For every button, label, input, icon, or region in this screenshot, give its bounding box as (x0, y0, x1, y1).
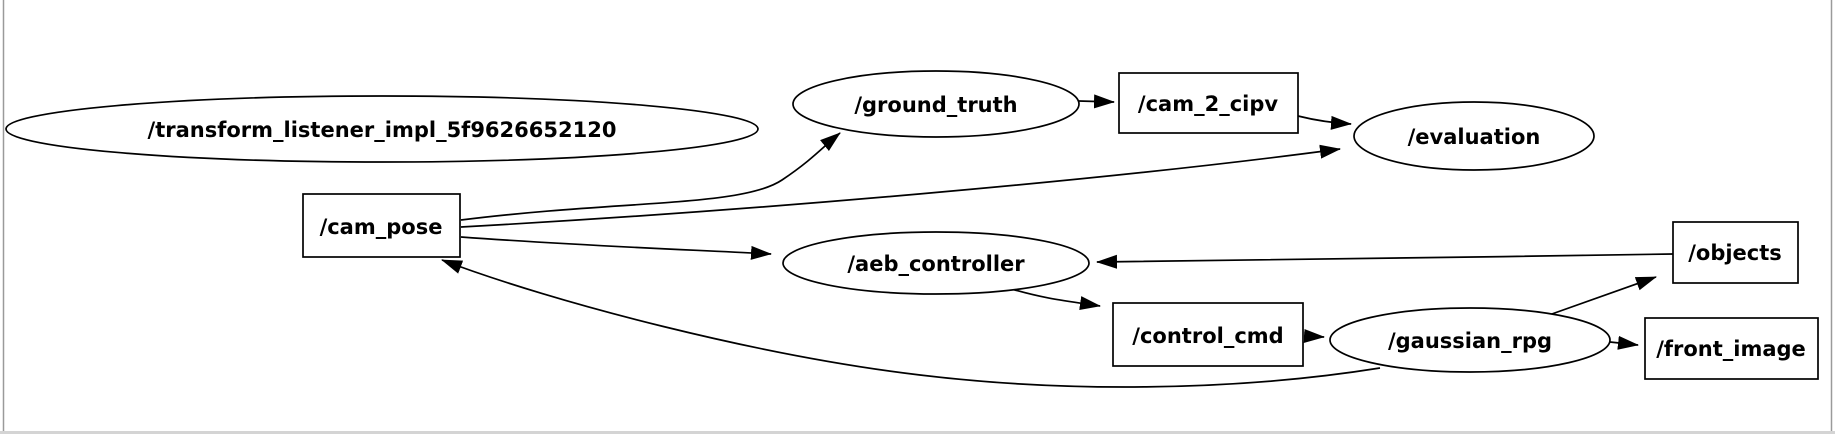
topic-control-cmd-label: /control_cmd (1132, 324, 1283, 348)
edge-cam-2-cipv-to-evaluation (1297, 115, 1352, 130)
node-transform-listener-shape (5, 95, 759, 163)
node-ground-truth-label: /ground_truth (854, 93, 1017, 117)
node-aeb-controller-shape (782, 231, 1090, 295)
node-transform-listener-label: /transform_listener_impl_5f9626652120 (148, 118, 617, 142)
node-ground-truth-shape (792, 70, 1080, 138)
edge-ground-truth-to-cam-2-cipv (1078, 94, 1115, 109)
topic-cam-2-cipv-shape (1118, 72, 1299, 134)
topic-front-image-label: /front_image (1656, 337, 1806, 361)
topic-control-cmd-shape (1112, 302, 1304, 367)
topic-objects-label: /objects (1688, 241, 1782, 265)
edge-cam-pose-to-ground-truth (460, 132, 841, 221)
edge-gaussian-rpg-to-front-image (1609, 335, 1639, 350)
topic-cam-2-cipv-label: /cam_2_cipv (1138, 92, 1278, 116)
topic-objects-shape (1672, 221, 1799, 284)
edge-group (441, 94, 1674, 388)
edge-control-cmd-to-gaussian-rpg (1303, 329, 1325, 343)
node-gaussian-rpg-shape (1329, 307, 1611, 373)
node-aeb-controller-label: /aeb_controller (847, 252, 1025, 276)
edge-objects-to-aeb-controller (1096, 253, 1674, 269)
node-evaluation-shape (1353, 101, 1595, 171)
node-group: /transform_listener_impl_5f9626652120 /c… (5, 70, 1819, 380)
edge-gaussian-rpg-to-cam-pose (441, 259, 1381, 388)
node-evaluation-label: /evaluation (1408, 125, 1541, 149)
topic-front-image-shape (1644, 317, 1819, 380)
topic-cam-pose-label: /cam_pose (320, 215, 443, 239)
topic-cam-pose-shape (302, 193, 461, 258)
edge-gaussian-rpg-to-objects (1548, 276, 1657, 316)
edge-aeb-controller-to-control-cmd (1007, 287, 1101, 311)
edge-cam-pose-to-evaluation (460, 144, 1341, 228)
node-gaussian-rpg-label: /gaussian_rpg (1388, 329, 1552, 353)
edge-cam-pose-to-aeb-controller (460, 236, 772, 260)
